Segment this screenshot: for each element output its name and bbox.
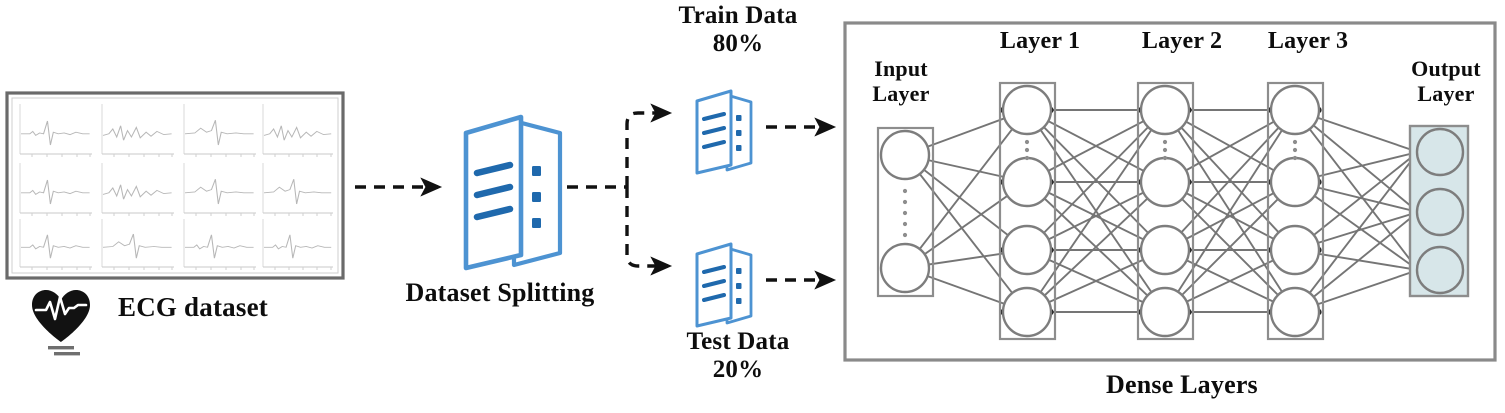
ecg-dataset-caption: ECG dataset [118, 292, 268, 322]
hidden-layer-1-label: Layer 1 [999, 28, 1081, 54]
ecg-panel [183, 104, 256, 157]
hidden-layer-2-group [1136, 81, 1195, 341]
input-layer-ellipsis [902, 188, 908, 238]
input-layer-label: Input Layer [872, 56, 930, 106]
ecg-panel [19, 104, 92, 157]
hidden-layer-3-ellipsis [1292, 139, 1298, 161]
input-layer-group [876, 126, 935, 298]
train-documents-icon [695, 89, 753, 175]
test-documents-icon [695, 242, 753, 328]
hidden-layer-1-ellipsis [1024, 139, 1030, 161]
ecg-panel [183, 163, 256, 216]
output-layer-group [1408, 124, 1470, 298]
dataset-splitting-caption: Dataset Splitting [405, 278, 595, 307]
hidden-layer-2-ellipsis [1162, 139, 1168, 161]
dense-layers-caption: Dense Layers [1106, 370, 1258, 399]
output-layer-label: Output Layer [1411, 56, 1481, 106]
ecg-panel [101, 219, 174, 270]
test-data-title: Test Data [686, 328, 790, 355]
ecg-panel [19, 219, 92, 270]
hidden-layer-1-group [998, 81, 1057, 341]
ecg-panel [19, 163, 92, 216]
train-data-title: Train Data [678, 2, 798, 29]
ecg-panel [262, 104, 333, 157]
train-data-percent: 80% [712, 30, 764, 57]
ecg-panel [262, 219, 333, 270]
ecg-panel [183, 219, 256, 270]
arrow-split-branching [567, 103, 673, 276]
ecg-panel [101, 163, 174, 216]
test-data-percent: 20% [712, 356, 764, 383]
hidden-layer-3-group [1266, 81, 1325, 341]
hidden-layer-3-label: Layer 3 [1267, 28, 1349, 54]
heart-ecg-icon [32, 290, 90, 356]
ecg-panel [101, 104, 174, 157]
ecg-panel [262, 163, 333, 216]
hidden-layer-2-label: Layer 2 [1141, 28, 1223, 54]
split-documents-icon [463, 114, 563, 271]
ecg-dataset-box [5, 91, 345, 280]
